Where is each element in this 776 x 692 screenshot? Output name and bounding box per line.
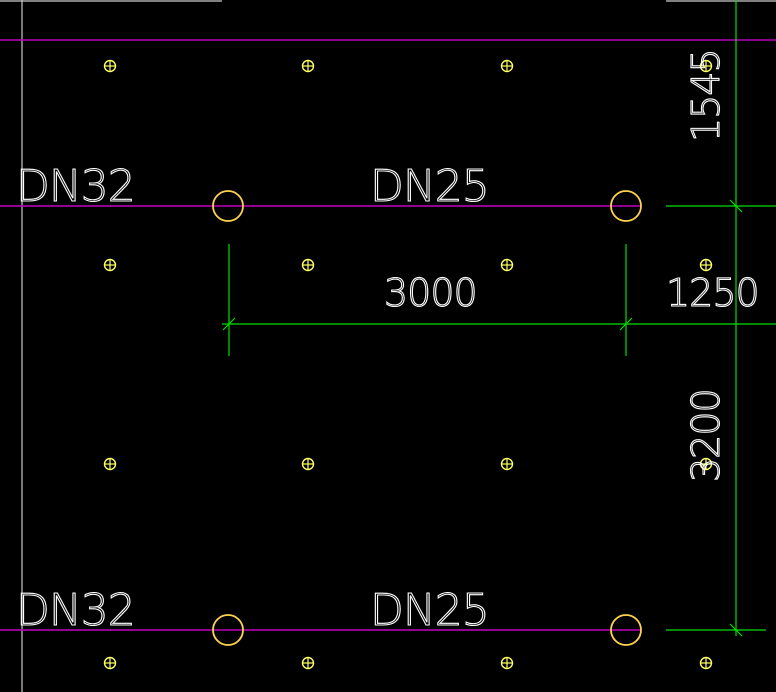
sprinkler-head (699, 656, 713, 670)
sprinkler-head (301, 258, 315, 272)
label-dn32-lower: DN32 (16, 585, 135, 636)
sprinkler-head (500, 656, 514, 670)
sprinkler-head (103, 258, 117, 272)
sprinkler-head (500, 457, 514, 471)
sprinkler-head (500, 258, 514, 272)
dim-tick-upper (729, 199, 743, 213)
sprinkler-head (301, 59, 315, 73)
sprinkler-head (301, 457, 315, 471)
sprinkler-head (103, 457, 117, 471)
sprinkler-head (103, 656, 117, 670)
dim-tick-right (619, 317, 633, 331)
sprinkler-head (103, 59, 117, 73)
label-dn32-upper: DN32 (16, 161, 135, 212)
sprinkler-head (699, 457, 713, 471)
dimension-lines (222, 0, 776, 637)
label-dn25-upper: DN25 (370, 161, 489, 212)
dim-text-offset-right: 1250 (666, 271, 759, 315)
dim-tick-left (222, 317, 236, 331)
riser-circle-upper-right (610, 190, 642, 222)
sprinkler-head (500, 59, 514, 73)
sprinkler-grid (103, 59, 713, 670)
dim-tick-lower (729, 623, 743, 637)
sprinkler-head (699, 258, 713, 272)
dim-text-horizontal-span: 3000 (384, 271, 477, 315)
dim-text-vertical-top: 1545 (684, 49, 728, 142)
label-dn25-lower: DN25 (370, 585, 489, 636)
sprinkler-head (301, 656, 315, 670)
riser-circle-upper-left (212, 190, 244, 222)
dim-text-vertical-bottom: 3200 (684, 389, 728, 482)
riser-circles (212, 190, 642, 646)
riser-circle-lower-left (212, 614, 244, 646)
pipe-lines (0, 39, 776, 631)
riser-circle-lower-right (610, 614, 642, 646)
sprinkler-head (699, 59, 713, 73)
